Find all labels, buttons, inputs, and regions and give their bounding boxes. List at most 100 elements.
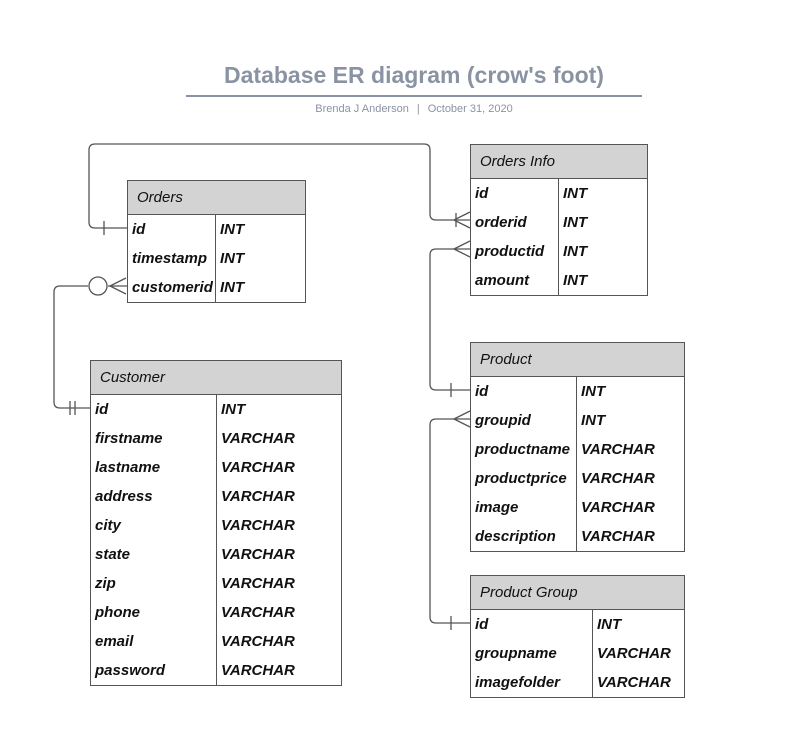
field-name: image — [475, 499, 519, 516]
field-type: VARCHAR — [221, 604, 295, 621]
field-type: VARCHAR — [581, 441, 655, 458]
crows-foot — [453, 240, 471, 258]
column-divider — [576, 377, 577, 551]
field-name: productprice — [475, 470, 567, 487]
field-row: customerid INT — [128, 273, 305, 302]
field-type: INT — [220, 221, 245, 238]
column-divider — [216, 395, 217, 685]
field-row: groupid INT — [471, 406, 684, 435]
connector-orders-ordersinfo — [88, 143, 471, 235]
field-name: groupname — [475, 645, 557, 662]
field-row: timestamp INT — [128, 244, 305, 273]
field-type: INT — [563, 272, 588, 289]
diagram-title: Database ER diagram (crow's foot) — [224, 62, 604, 88]
field-name: id — [132, 221, 146, 238]
field-type: INT — [563, 185, 588, 202]
field-row: amount INT — [471, 266, 647, 295]
field-row: phone VARCHAR — [91, 598, 341, 627]
field-name: orderid — [475, 214, 527, 231]
author: Brenda J Anderson — [315, 103, 409, 115]
field-type: INT — [581, 412, 606, 429]
field-name: productid — [475, 243, 545, 260]
table-header: Orders — [128, 181, 305, 215]
field-name: zip — [95, 575, 116, 592]
field-row: zip VARCHAR — [91, 569, 341, 598]
field-name: description — [475, 528, 556, 545]
field-type: VARCHAR — [581, 528, 655, 545]
field-name: timestamp — [132, 250, 208, 267]
column-divider — [215, 215, 216, 302]
connector-product-ordersinfo — [429, 240, 471, 397]
field-name: groupid — [475, 412, 531, 429]
column-divider — [558, 179, 559, 295]
table-header: Product — [471, 343, 684, 377]
field-type: VARCHAR — [221, 430, 295, 447]
field-type: INT — [220, 279, 245, 296]
field-name: amount — [475, 272, 530, 289]
field-row: id INT — [471, 179, 647, 208]
field-name: productname — [475, 441, 571, 458]
field-name: state — [95, 546, 131, 563]
field-name: lastname — [95, 459, 161, 476]
field-row: productprice VARCHAR — [471, 464, 684, 493]
field-type: VARCHAR — [221, 633, 295, 650]
connector-productgroup-product — [429, 410, 471, 630]
field-type: VARCHAR — [581, 499, 655, 516]
field-name: city — [95, 517, 121, 534]
field-row: id INT — [91, 395, 341, 424]
field-type: VARCHAR — [221, 546, 295, 563]
field-type: INT — [563, 243, 588, 260]
field-name: id — [95, 401, 109, 418]
field-row: lastname VARCHAR — [91, 453, 341, 482]
field-type: VARCHAR — [221, 517, 295, 534]
field-row: id INT — [128, 215, 305, 244]
crows-foot — [453, 211, 471, 229]
field-type: INT — [221, 401, 246, 418]
field-row: password VARCHAR — [91, 656, 341, 685]
crows-foot — [109, 277, 127, 295]
field-name: phone — [95, 604, 140, 621]
field-type: VARCHAR — [221, 662, 295, 679]
field-row: state VARCHAR — [91, 540, 341, 569]
field-type: VARCHAR — [597, 674, 671, 691]
field-row: description VARCHAR — [471, 522, 684, 551]
field-row: email VARCHAR — [91, 627, 341, 656]
field-name: firstname — [95, 430, 163, 447]
field-type: VARCHAR — [221, 575, 295, 592]
field-row: orderid INT — [471, 208, 647, 237]
field-name: id — [475, 185, 489, 202]
table-header: Product Group — [471, 576, 684, 610]
field-row: image VARCHAR — [471, 493, 684, 522]
column-divider — [592, 610, 593, 697]
date: October 31, 2020 — [427, 103, 513, 115]
field-row: productname VARCHAR — [471, 435, 684, 464]
table-header: Orders Info — [471, 145, 647, 179]
field-name: address — [95, 488, 153, 505]
field-row: productid INT — [471, 237, 647, 266]
byline: Brenda J Anderson | October 31, 2020 — [186, 103, 642, 115]
byline-separator: | — [416, 103, 420, 115]
field-name: password — [95, 662, 166, 679]
connector-customer-orders — [53, 276, 127, 415]
field-name: customerid — [132, 279, 213, 296]
table-header: Customer — [91, 361, 341, 395]
crows-foot — [453, 410, 471, 428]
field-type: INT — [220, 250, 245, 267]
field-type: INT — [563, 214, 588, 231]
zero-circle — [88, 276, 108, 296]
field-type: VARCHAR — [221, 459, 295, 476]
field-name: email — [95, 633, 134, 650]
field-type: INT — [597, 616, 622, 633]
field-type: VARCHAR — [581, 470, 655, 487]
